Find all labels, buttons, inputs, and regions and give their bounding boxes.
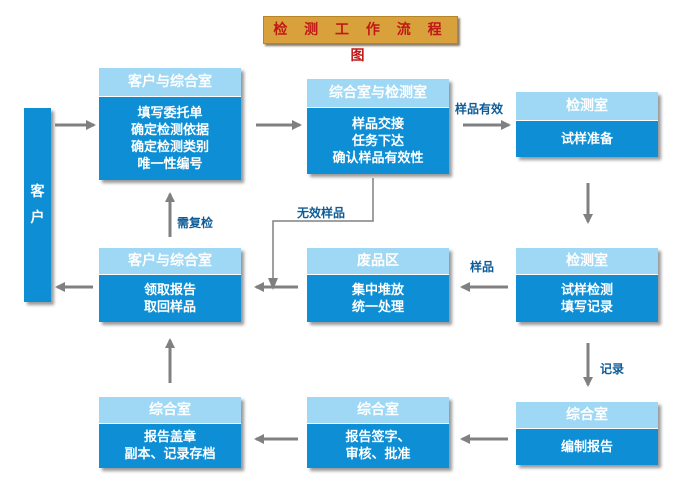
- box-line: 填写委托单: [137, 105, 203, 121]
- box-line: 确定检测依据: [130, 122, 209, 138]
- box-customer-office-pickup: 客户与综合室 领取报告 取回样品: [99, 248, 241, 322]
- box-line: 集中堆放: [351, 282, 404, 298]
- box-line: 审核、批准: [345, 447, 411, 462]
- box-line: 取回样品: [143, 299, 196, 315]
- box-office-report-compile: 综合室 编制报告: [516, 402, 658, 465]
- box-header: 综合室: [516, 402, 658, 429]
- box-customer-office-intake: 客户与综合室 填写委托单 确定检测依据 确定检测类别 唯一性编号: [99, 68, 241, 180]
- box-line: 报告签字、: [345, 430, 411, 445]
- box-office-approval: 综合室 报告签字、 审核、批准: [307, 397, 449, 468]
- box-header: 检测室: [516, 92, 658, 121]
- box-header: 客户与综合室: [99, 248, 241, 275]
- customer-char-1: 客: [30, 184, 45, 200]
- box-waste-area: 废品区 集中堆放 统一处理: [307, 248, 449, 322]
- box-office-archive: 综合室 报告盖章 副本、记录存档: [99, 397, 241, 468]
- box-line: 样品交接: [351, 116, 404, 132]
- box-line: 报告盖章: [143, 430, 196, 445]
- arrow-invalid-sample: [272, 178, 374, 280]
- label-record: 记录: [600, 362, 625, 376]
- box-line: 统一处理: [351, 299, 404, 315]
- box-line: 编制报告: [560, 439, 613, 455]
- box-lab-testing: 检测室 试样检测 填写记录: [516, 248, 658, 322]
- box-office-lab-handover: 综合室与检测室 样品交接 任务下达 确认样品有效性: [307, 79, 449, 174]
- box-line: 任务下达: [351, 133, 404, 149]
- label-recheck: 需复检: [177, 216, 214, 230]
- label-sample: 样品: [470, 260, 495, 274]
- customer-bar: 客 户: [24, 108, 51, 302]
- label-valid-sample: 样品有效: [455, 102, 504, 116]
- box-header: 检测室: [516, 248, 658, 275]
- diagram-title: 检 测 工 作 流 程 图: [263, 16, 458, 64]
- customer-char-2: 户: [30, 210, 45, 226]
- label-invalid-sample: 无效样品: [297, 206, 346, 220]
- box-header: 废品区: [307, 248, 449, 275]
- box-header: 综合室: [99, 397, 241, 424]
- box-line: 试样检测: [560, 282, 613, 298]
- box-line: 确定检测类别: [130, 139, 209, 155]
- box-line: 唯一性编号: [137, 156, 203, 172]
- box-line: 填写记录: [560, 299, 613, 315]
- box-line: 副本、记录存档: [124, 447, 216, 462]
- box-header: 综合室: [307, 397, 449, 424]
- box-header: 综合室与检测室: [307, 79, 449, 108]
- box-line: 确认样品有效性: [332, 150, 424, 166]
- box-line: 试样准备: [560, 131, 613, 147]
- box-line: 领取报告: [143, 282, 196, 298]
- box-lab-sample-prep: 检测室 试样准备: [516, 92, 658, 157]
- box-header: 客户与综合室: [99, 68, 241, 97]
